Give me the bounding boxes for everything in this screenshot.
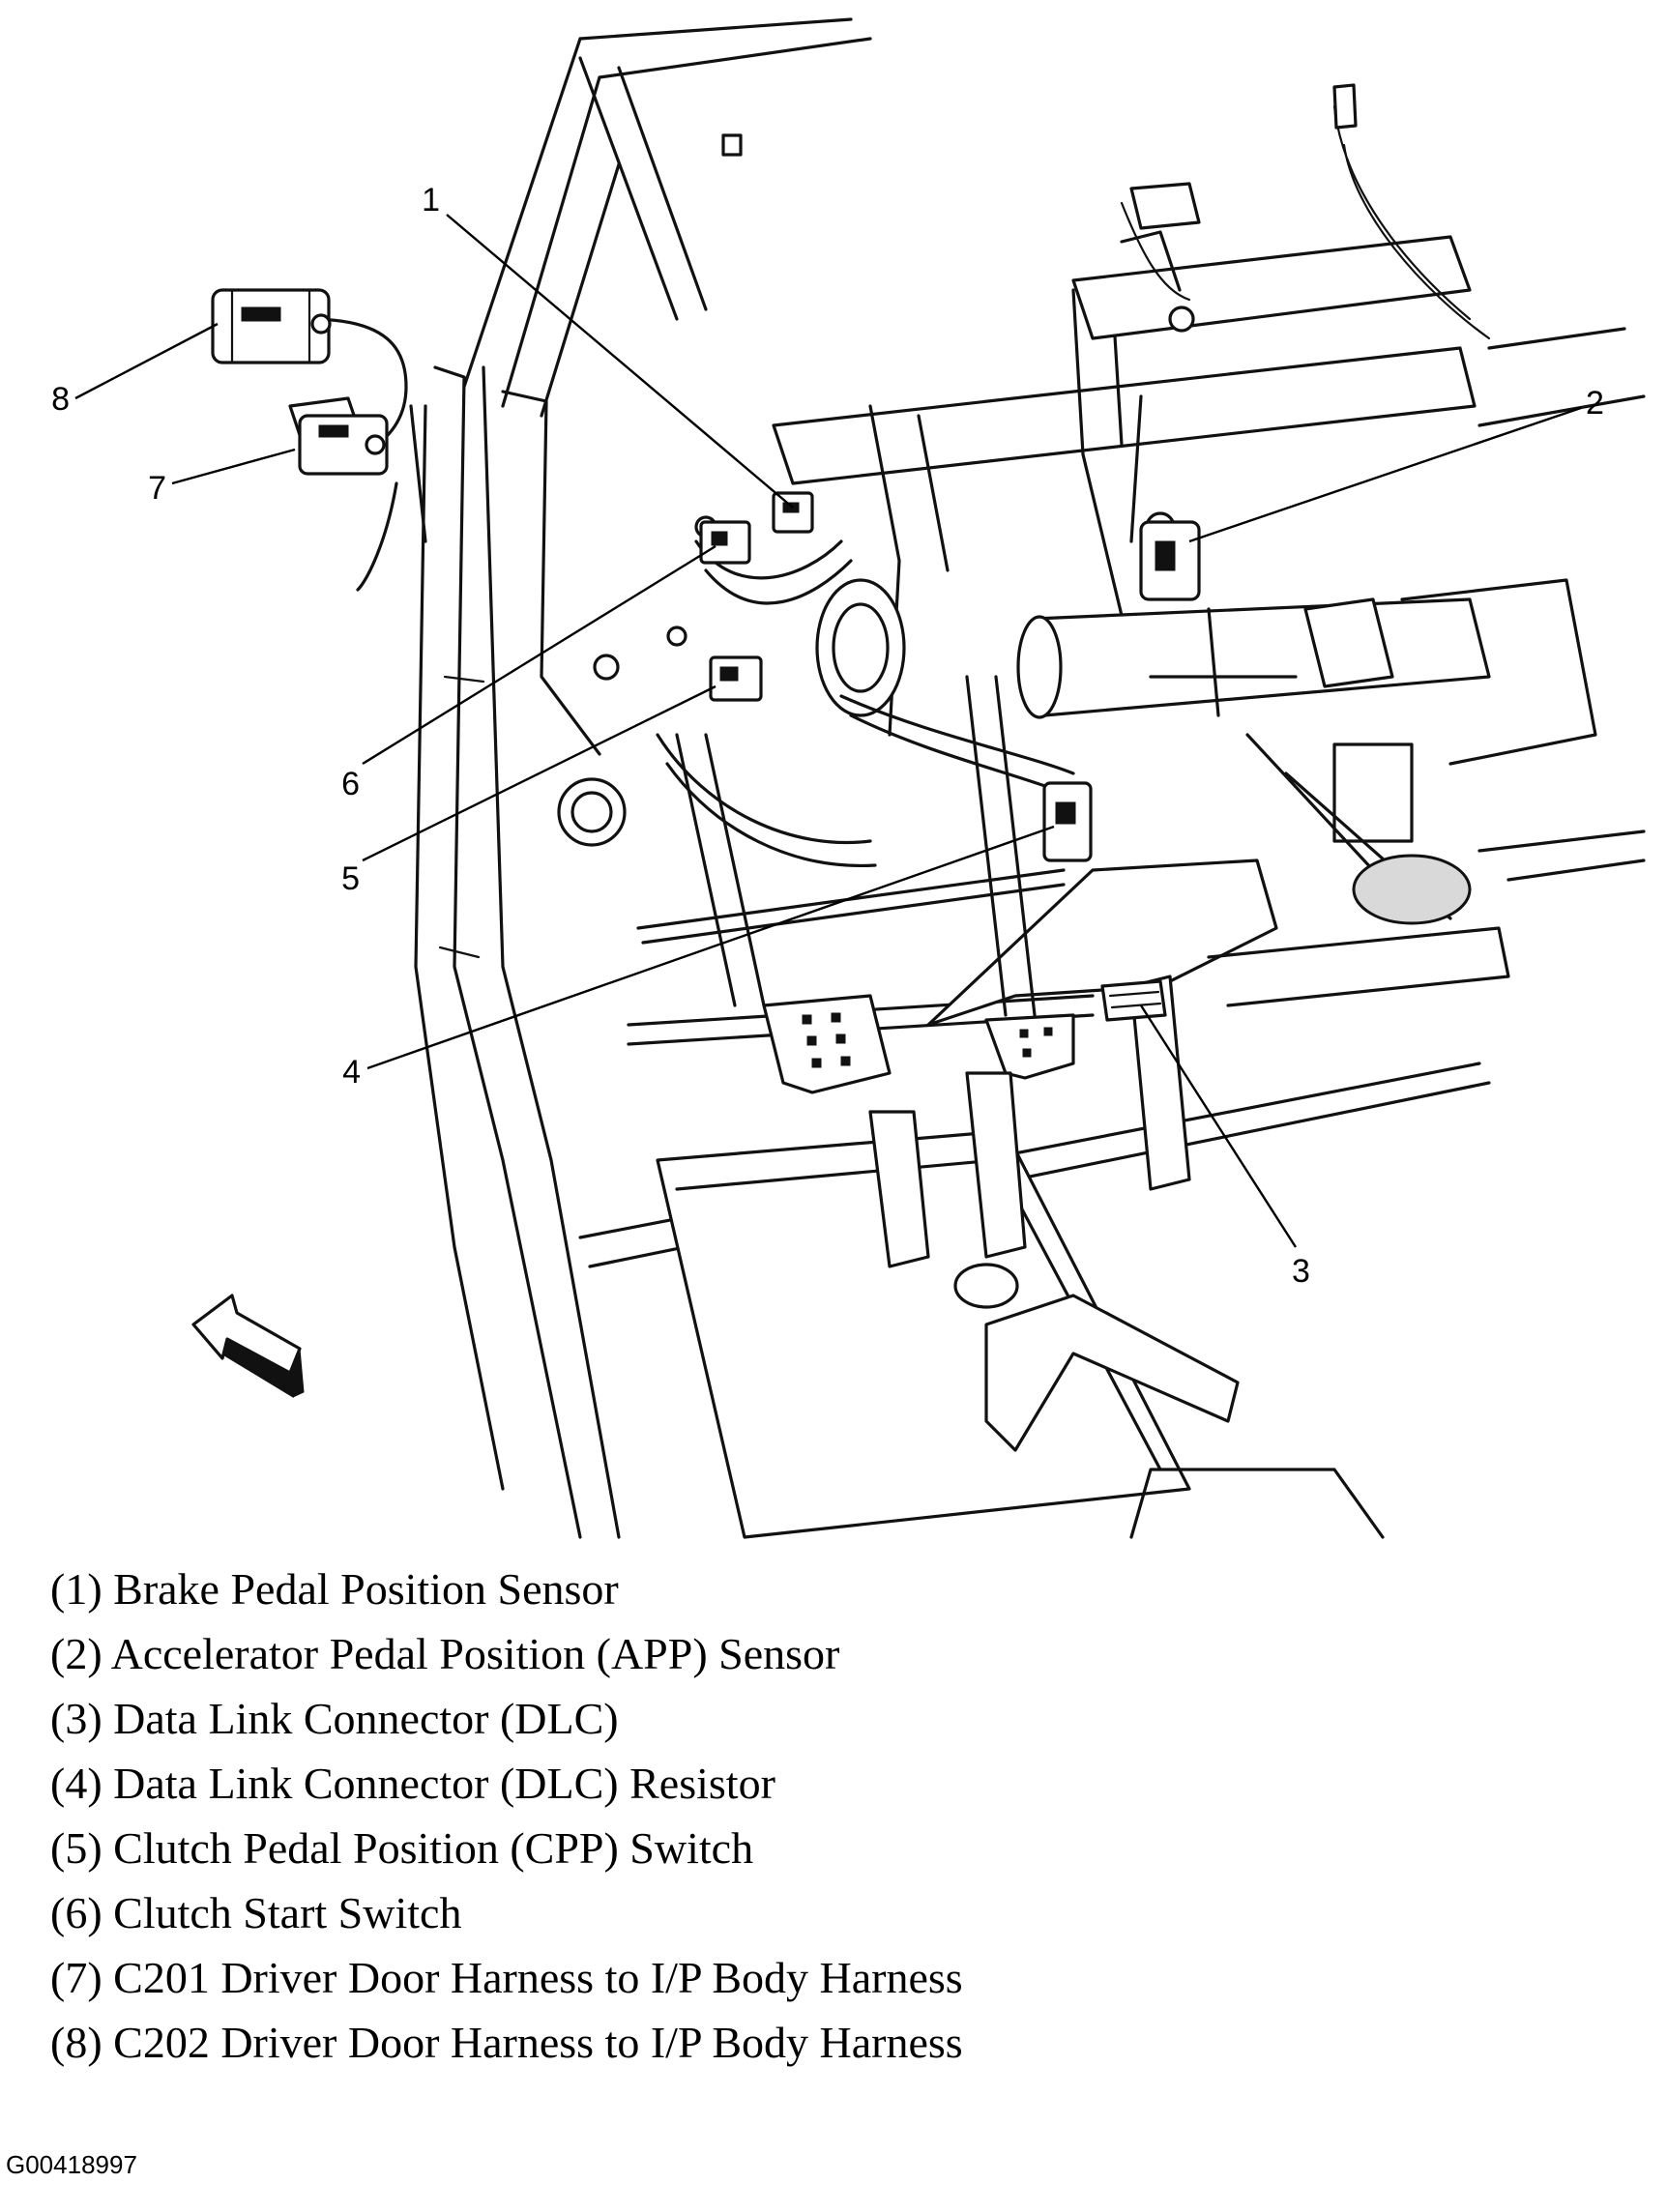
legend-item: (4) Data Link Connector (DLC) Resistor — [50, 1759, 775, 1808]
callout-leaders — [74, 214, 1582, 1248]
callout-8: 8 — [51, 381, 70, 418]
a-pillar-frame — [414, 17, 872, 1539]
floor-tunnel — [578, 1062, 1491, 1539]
data-link-connector — [1100, 979, 1167, 1022]
clutch-pedal — [675, 733, 930, 1268]
firewall-pass-through — [557, 515, 906, 847]
callout-5: 5 — [341, 860, 360, 897]
legend-item: (3) Data Link Connector (DLC) — [50, 1694, 619, 1743]
cpp-switch — [709, 655, 763, 702]
callout-7: 7 — [148, 470, 166, 507]
harness-clip — [1129, 83, 1358, 230]
brake-pedal — [965, 675, 1075, 1259]
legend-item: (7) C201 Driver Door Harness to I/P Body… — [50, 1953, 963, 2002]
accelerator-pedal — [1129, 975, 1191, 1191]
callout-6: 6 — [341, 766, 360, 802]
steering-column — [1016, 578, 1646, 925]
callout-2: 2 — [1586, 385, 1604, 422]
figure-id: G00418997 — [6, 2150, 137, 2179]
component-legend: (1) Brake Pedal Position Sensor (2) Acce… — [50, 1557, 1597, 2075]
callout-4: 4 — [342, 1054, 361, 1091]
callout-labels: 1 2 3 4 5 6 7 8 — [51, 182, 1604, 1290]
instrument-panel-beam — [772, 230, 1646, 737]
callout-1: 1 — [422, 182, 440, 218]
legend-item: (6) Clutch Start Switch — [50, 1888, 462, 1937]
brake-pedal-position-sensor — [772, 491, 814, 534]
legend-item: (2) Accelerator Pedal Position (APP) Sen… — [50, 1629, 840, 1678]
legend-item: (8) C202 Driver Door Harness to I/P Body… — [50, 2018, 963, 2067]
callout-3: 3 — [1292, 1253, 1310, 1290]
vehicle-front-arrow-icon — [191, 1294, 305, 1398]
accelerator-pedal-position-sensor — [1139, 520, 1201, 601]
pedal-area-component-diagram: 1 2 3 4 5 6 7 8 — [51, 17, 1646, 1539]
clutch-start-switch — [699, 520, 751, 565]
connector-c202 — [211, 288, 332, 364]
connector-c201 — [288, 396, 389, 476]
dlc-resistor — [1042, 781, 1093, 862]
legend-item: (1) Brake Pedal Position Sensor — [50, 1564, 619, 1614]
legend-item: (5) Clutch Pedal Position (CPP) Switch — [50, 1823, 754, 1873]
